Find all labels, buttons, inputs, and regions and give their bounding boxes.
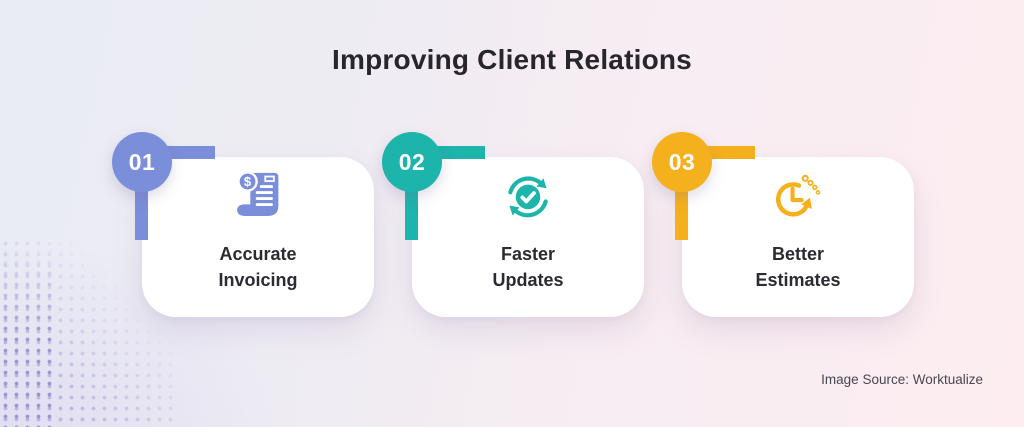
page-title: Improving Client Relations [332,44,692,75]
dot-pattern-strong [0,246,58,427]
sync-check-icon [499,167,557,225]
image-source-caption: Image Source: Worktualize [821,372,983,387]
step-number: 02 [398,148,426,175]
step-card: Faster Updates [412,157,644,317]
step-group-3: 03 Better Estimates [652,0,914,427]
step-group-1: 01 $ Accurate Invoicing [112,0,374,427]
step-label: Faster Updates [492,244,564,290]
step-number: 03 [668,148,696,175]
step-label: Accurate Invoicing [218,244,298,290]
step-card: $ Accurate Invoicing [142,157,374,317]
step-number-badge: 03 [652,132,712,192]
step-label: Better Estimates [755,244,841,290]
step-group-2: 02 Faster Updates [382,0,644,427]
step-number-badge: 02 [382,132,442,192]
svg-text:$: $ [244,174,252,189]
invoice-icon: $ [229,167,287,225]
clock-estimate-icon [769,167,827,225]
step-card: Better Estimates [682,157,914,317]
step-number-badge: 01 [112,132,172,192]
step-number: 01 [128,148,156,175]
